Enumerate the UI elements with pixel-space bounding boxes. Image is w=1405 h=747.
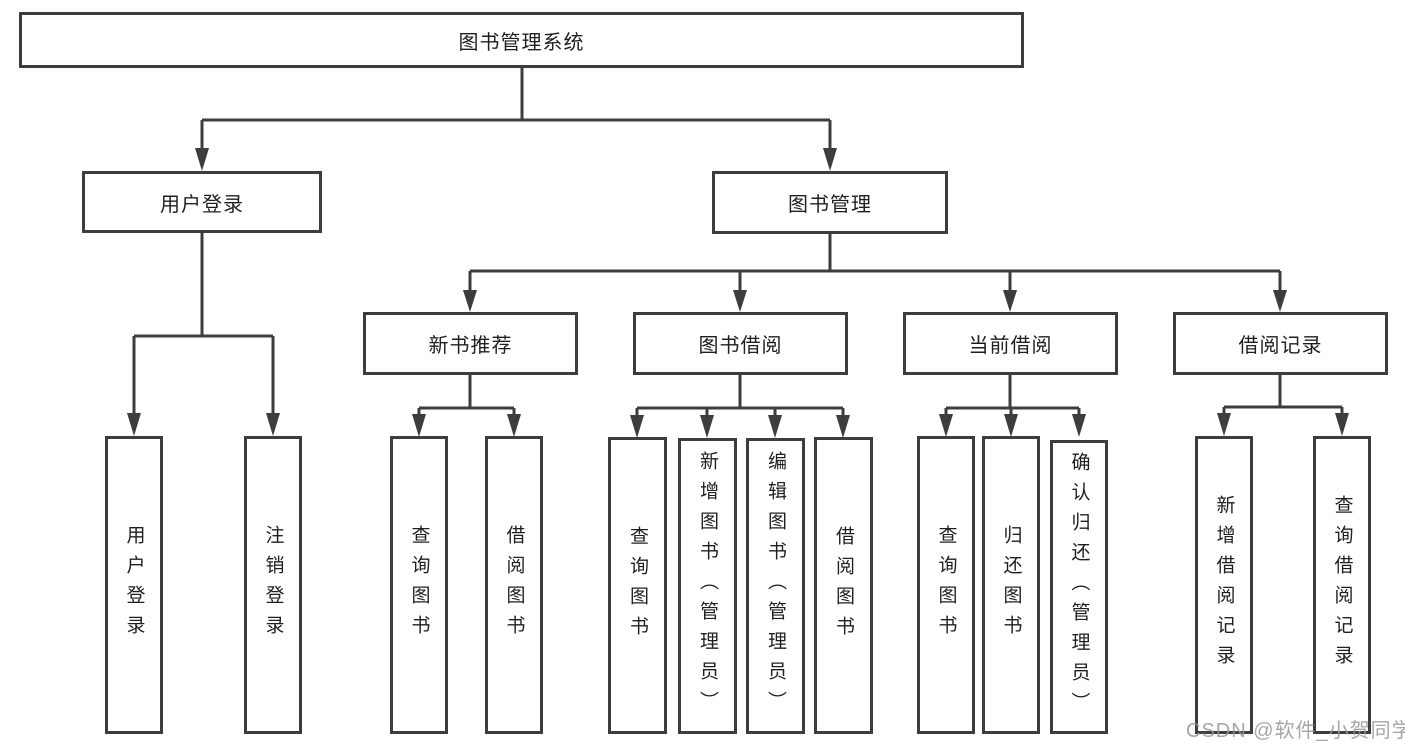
leaf-search-borrow-record: 查询借阅记录 [1313, 436, 1371, 734]
leaf-borrow-books-borrowing: 借阅图书 [814, 437, 873, 734]
leaf-borrow-books-recommend: 借阅图书 [485, 436, 543, 734]
arrowheads [127, 148, 1349, 438]
watermark-text: CSDN @软件_小贺同学 [1186, 720, 1405, 742]
node-book-management-label: 图书管理 [788, 194, 872, 216]
leaf-add-borrow-record: 新增借阅记录 [1195, 436, 1253, 734]
leaf-logout: 注销登录 [244, 436, 302, 734]
node-new-book-recommendation-label: 新书推荐 [428, 335, 513, 357]
leaf-edit-book-admin: 编辑图书（管理员） [746, 438, 805, 734]
node-book-borrowing-label: 图书借阅 [698, 335, 783, 357]
node-new-book-recommendation: 新书推荐 [363, 312, 578, 375]
node-user-login-label: 用户登录 [160, 193, 244, 216]
node-book-management: 图书管理 [712, 171, 948, 234]
node-user-login: 用户登录 [82, 171, 322, 233]
leaf-user-login: 用户登录 [105, 436, 163, 734]
leaf-search-books-borrowing: 查询图书 [608, 437, 667, 734]
leaf-search-books-current: 查询图书 [917, 436, 975, 734]
node-current-borrowing: 当前借阅 [903, 312, 1118, 375]
connector-path [132, 68, 1344, 421]
leaf-confirm-return-admin: 确认归还（管理员） [1050, 440, 1108, 734]
node-book-borrowing: 图书借阅 [633, 312, 848, 375]
leaf-add-book-admin: 新增图书（管理员） [678, 438, 737, 734]
node-borrowing-records: 借阅记录 [1173, 312, 1388, 375]
leaf-search-books-recommend: 查询图书 [390, 436, 448, 734]
node-borrowing-records-label: 借阅记录 [1238, 335, 1323, 357]
node-root: 图书管理系统 [19, 12, 1024, 68]
node-current-borrowing-label: 当前借阅 [968, 335, 1053, 357]
leaf-return-books: 归还图书 [982, 436, 1040, 734]
node-root-label: 图书管理系统 [458, 31, 585, 54]
